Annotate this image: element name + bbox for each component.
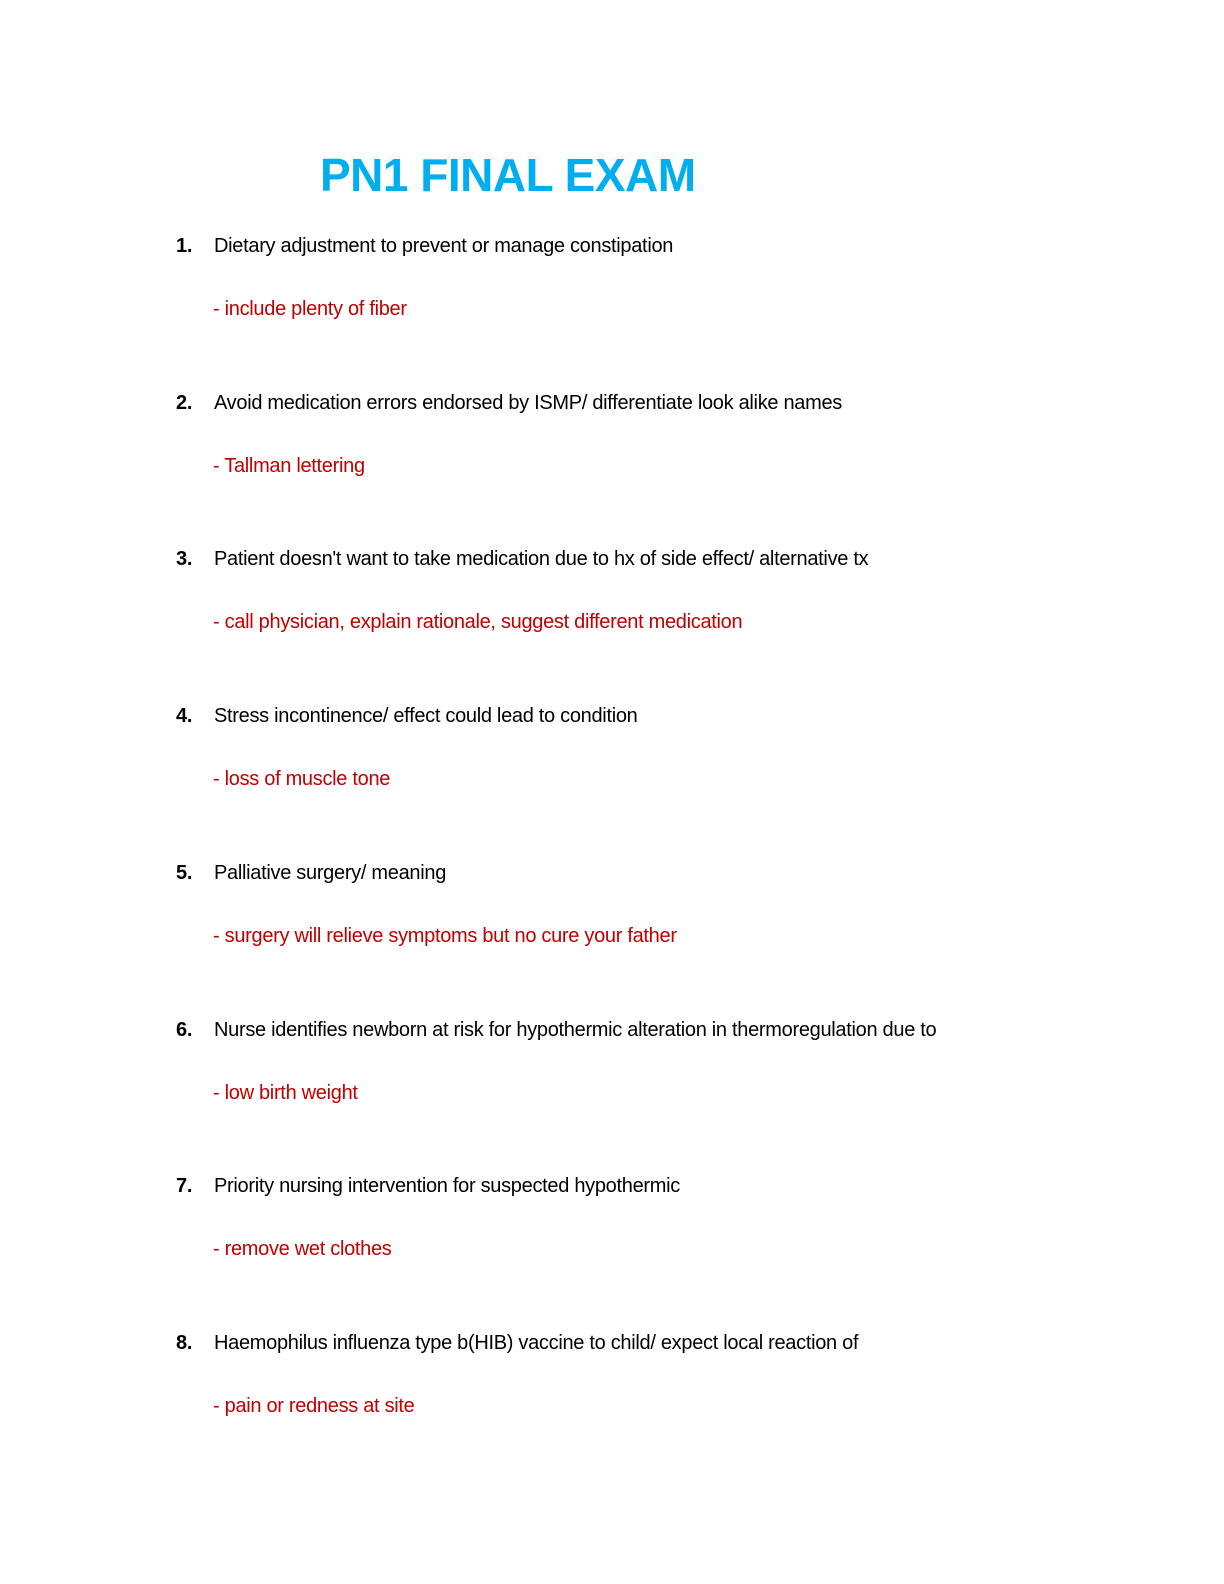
question-text: Haemophilus influenza type b(HIB) vaccin… xyxy=(214,1332,859,1354)
question-text: Nurse identifies newborn at risk for hyp… xyxy=(214,1019,937,1041)
question-text: Patient doesn't want to take medication … xyxy=(214,548,869,570)
question-number: 5. xyxy=(176,862,193,884)
question-number: 2. xyxy=(176,392,193,414)
question-text: Palliative surgery/ meaning xyxy=(214,862,447,884)
question-number: 8. xyxy=(176,1332,193,1354)
answer-text: - Tallman lettering xyxy=(213,455,365,477)
question-number: 3. xyxy=(176,548,193,570)
answer-text: - include plenty of fiber xyxy=(213,298,407,320)
question-number: 4. xyxy=(176,705,193,727)
question-text: Stress incontinence/ effect could lead t… xyxy=(214,705,638,727)
answer-text: - remove wet clothes xyxy=(213,1238,392,1260)
question-text: Dietary adjustment to prevent or manage … xyxy=(214,235,674,257)
question-line: 1. Dietary adjustment to prevent or manag… xyxy=(176,235,673,258)
answer-text: - surgery will relieve symptoms but no c… xyxy=(213,925,677,947)
question-number: 7. xyxy=(176,1175,193,1197)
question-number: 1. xyxy=(176,235,193,257)
question-line: 5. Palliative surgery/ meaning xyxy=(176,862,446,885)
document-title: PN1 FINAL EXAM xyxy=(320,149,696,201)
question-line: 6. Nurse identifies newborn at risk for h… xyxy=(176,1019,937,1042)
answer-text: - low birth weight xyxy=(213,1082,358,1104)
question-line: 2. Avoid medication errors endorsed by IS… xyxy=(176,392,842,415)
answer-text: - loss of muscle tone xyxy=(213,768,391,790)
question-line: 8. Haemophilus influenza type b(HIB) vacc… xyxy=(176,1332,859,1355)
question-line: 3. Patient doesn't want to take medicatio… xyxy=(176,548,869,571)
question-line: 4. Stress incontinence/ effect could lead… xyxy=(176,705,638,728)
answer-text: - call physician, explain rationale, sug… xyxy=(213,611,743,633)
question-number: 6. xyxy=(176,1019,193,1041)
question-line: 7. Priority nursing intervention for susp… xyxy=(176,1175,680,1198)
answer-text: - pain or redness at site xyxy=(213,1395,415,1417)
question-text: Priority nursing intervention for suspec… xyxy=(214,1175,680,1197)
question-text: Avoid medication errors endorsed by ISMP… xyxy=(214,392,843,414)
